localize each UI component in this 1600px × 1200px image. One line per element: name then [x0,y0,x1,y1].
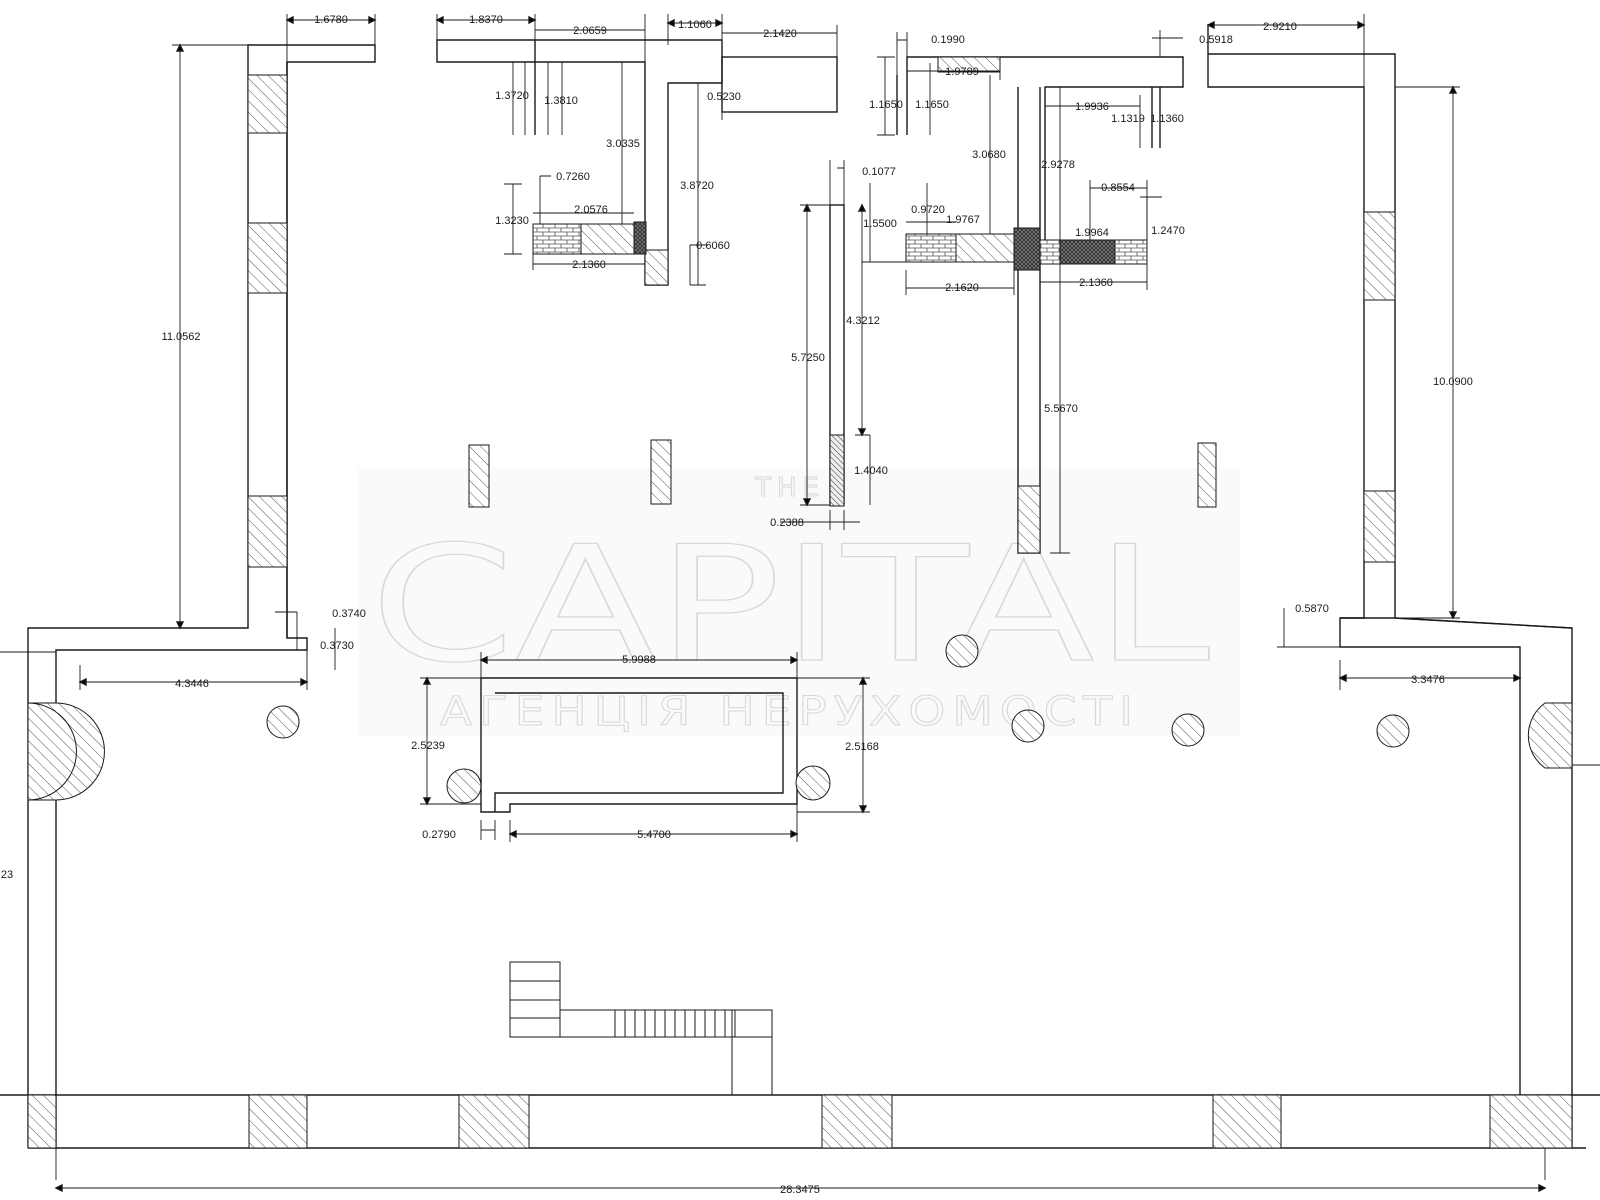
dim-label: 1.2470 [1151,225,1185,237]
dim-label: 1.5500 [863,218,897,230]
dim-label: 3.3476 [1411,674,1445,686]
outer-wall [27,44,376,1148]
dim-label: 1.8370 [469,14,503,26]
dim-label: 0.3740 [332,608,366,620]
dim-label: 1.3810 [544,95,578,107]
dim-label: 2.5168 [845,741,879,753]
dim-label: 1.9789 [945,66,979,78]
dim-label: 2.1360 [572,259,606,271]
dim-label: 23 [1,869,13,881]
dimension-lines [0,14,1600,1189]
dim-label: 2.1360 [1079,277,1113,289]
dimension-labels: 1.6780 1.8370 2.0659 1.1060 2.1420 1.372… [1,14,1473,1196]
dim-label: 4.3212 [846,315,880,327]
dim-label: 3.8720 [680,180,714,192]
dim-label: 0.6060 [696,240,730,252]
dim-label: 5.4700 [637,829,671,841]
dim-label: 4.3446 [175,678,209,690]
dim-label: 0.3730 [320,640,354,652]
dim-label: 1.3720 [495,90,529,102]
walls [0,25,1600,1149]
dim-label: 3.0335 [606,138,640,150]
dimension-ticks [54,15,1547,1193]
watermark: THE CAPITAL АГЕНЦІЯ НЕРУХОМОСТІ [358,468,1240,736]
dim-label: 0.2790 [422,829,456,841]
dim-label: 28.3475 [780,1184,820,1196]
dim-label: 1.1360 [1150,113,1184,125]
dim-label: 1.9964 [1075,227,1109,239]
dim-label: 2.1420 [763,28,797,40]
watermark-top: THE [754,473,825,503]
dim-label: 1.4040 [854,465,888,477]
dim-label: 5.9988 [622,654,656,666]
dim-label: 5.5670 [1044,403,1078,415]
dim-label: 1.1650 [869,99,903,111]
central-opening-inner [494,692,784,812]
dim-label: 0.5870 [1295,603,1329,615]
dim-label: 2.0659 [573,25,607,37]
dim-label: 0.2388 [770,517,804,529]
stair-element [509,961,773,1096]
dim-label: 1.1319 [1111,113,1145,125]
dim-label: 2.5239 [411,740,445,752]
right-step-2 [1394,617,1573,629]
dim-label: 5.7250 [791,352,825,364]
dim-label: 1.1650 [915,99,949,111]
dim-label: 0.9720 [911,204,945,216]
watermark-main: CAPITAL [370,511,1210,698]
dim-label: 1.3230 [495,215,529,227]
dim-label: 1.9767 [946,214,980,226]
dim-label: 0.1990 [931,34,965,46]
columns [27,56,1573,1149]
dim-label: 2.9278 [1041,159,1075,171]
dim-label: 0.5918 [1199,34,1233,46]
dim-label: 2.1620 [945,282,979,294]
dim-label: 0.1077 [862,166,896,178]
dim-label: 0.7260 [556,171,590,183]
top-center-wall-ext [721,56,838,113]
right-wing-wall [1207,25,1521,1148]
dim-label: 1.1060 [678,19,712,31]
dim-label: 3.0680 [972,149,1006,161]
center-right-wall [906,56,1184,240]
dim-label: 2.9210 [1263,21,1297,33]
dim-label: 2.0576 [574,204,608,216]
dim-label: 11.0562 [162,331,201,343]
dim-label: 0.8554 [1101,182,1135,194]
dim-label: 0.5230 [707,91,741,103]
dim-label: 1.9936 [1075,101,1109,113]
dim-label: 10.0900 [1433,376,1473,388]
dim-label: 1.6780 [314,14,348,26]
